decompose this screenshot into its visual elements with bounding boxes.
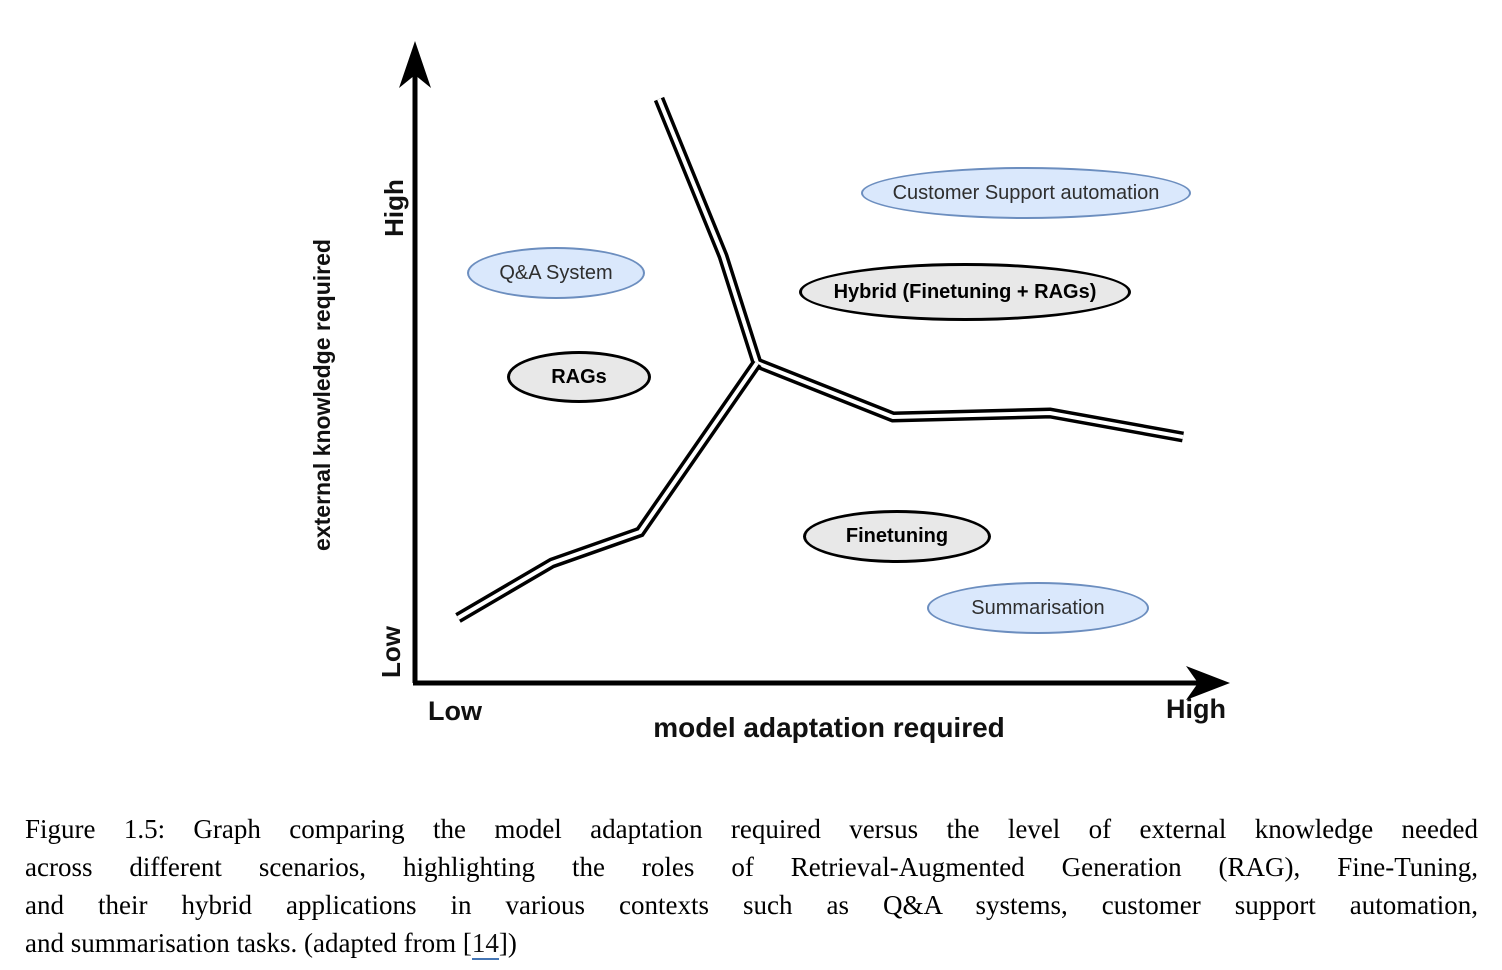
x-axis-title: model adaptation required xyxy=(653,712,1005,743)
caption-line-1: Figure 1.5: Graph comparing the model ad… xyxy=(25,814,1478,844)
x-axis-arrowhead xyxy=(1186,666,1230,700)
boundary-curve-main-inner xyxy=(657,98,1184,439)
x-axis-tick-low: Low xyxy=(428,696,482,726)
y-axis-tick-low: Low xyxy=(376,626,406,678)
caption-line-2: across different scenarios, highlighting… xyxy=(25,852,1478,882)
y-axis-arrowhead xyxy=(399,41,431,88)
caption-line-3: and their hybrid applications in various… xyxy=(25,890,1478,920)
node-qa-system: Q&A System xyxy=(467,247,645,299)
node-summarisation: Summarisation xyxy=(927,582,1149,634)
boundary-curve-branch-outer xyxy=(455,359,762,623)
y-axis-tick-high: High xyxy=(379,179,409,237)
caption-line-4: and summarisation tasks. (adapted from [… xyxy=(25,924,1478,962)
figure-caption: Figure 1.5: Graph comparing the model ad… xyxy=(25,810,1478,962)
boundary-curve-branch-inner xyxy=(456,361,759,620)
x-axis-tick-high: High xyxy=(1166,694,1226,724)
plot-canvas xyxy=(399,41,1230,700)
caption-line-4-post: ]) xyxy=(498,928,517,958)
node-finetuning: Finetuning xyxy=(803,510,991,563)
caption-line-4-pre: and summarisation tasks. (adapted from [ xyxy=(25,928,472,958)
y-axis-title: external knowledge required xyxy=(309,239,335,551)
node-hybrid-finetuning-rags: Hybrid (Finetuning + RAGs) xyxy=(799,263,1131,321)
node-rags: RAGs xyxy=(507,351,651,403)
citation-link-14[interactable]: 14 xyxy=(471,928,499,960)
node-customer-support-automation: Customer Support automation xyxy=(861,167,1191,219)
